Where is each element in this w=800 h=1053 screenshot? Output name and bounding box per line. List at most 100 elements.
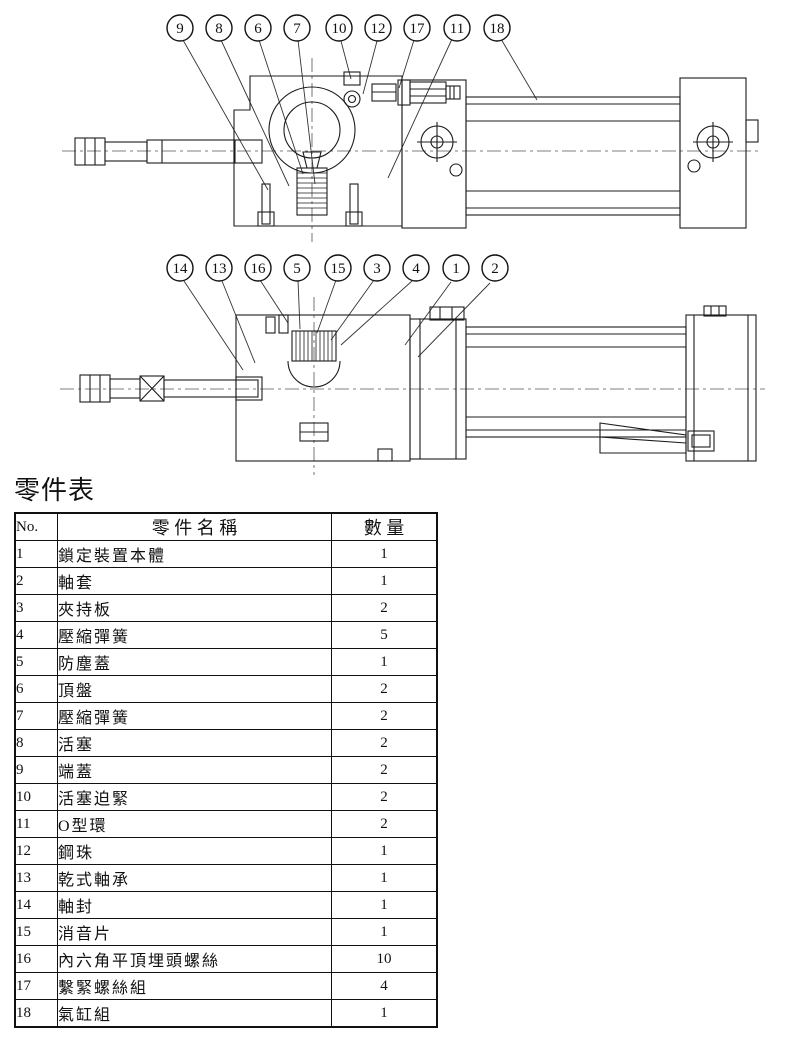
part-no-cell: 7 [14,702,58,730]
part-name-cell: 消音片 [57,918,332,946]
callout-balloon-14: 14 [166,254,194,282]
callout-number: 11 [450,21,464,37]
callout-balloon-6: 6 [244,14,272,42]
parts-table-header-row: No. 零 件 名 稱 數 量 [14,512,438,541]
centerlines [60,297,765,475]
callout-number: 1 [452,261,460,277]
callout-number: 10 [332,21,347,37]
rear-end-cap [679,77,759,229]
callout-balloon-12: 12 [364,14,392,42]
part-name-cell: 鋼珠 [57,837,332,865]
cushion-valve [599,422,715,454]
centerlines [62,58,762,242]
callout-number: 15 [331,261,346,277]
callout-balloon-3: 3 [363,254,391,282]
callout-number: 4 [412,261,420,277]
part-no-cell: 4 [14,621,58,649]
cylinder-tube [465,96,681,216]
part-name-cell: 防塵蓋 [57,648,332,676]
part-no-cell: 14 [14,891,58,919]
header-name: 零 件 名 稱 [57,512,332,541]
lock-housing [235,314,411,462]
part-qty-cell: 2 [331,594,438,622]
part-qty-cell: 2 [331,702,438,730]
callout-number: 9 [176,21,184,37]
rear-end-cap [685,305,757,462]
part-qty-cell: 5 [331,621,438,649]
part-no-cell: 1 [14,540,58,568]
part-name-cell: 鎖定裝置本體 [57,540,332,568]
callout-number: 5 [293,261,301,277]
part-name-cell: O型環 [57,810,332,838]
callout-balloon-5: 5 [283,254,311,282]
part-name-cell: 乾式軸承 [57,864,332,892]
callout-balloon-18: 18 [483,14,511,42]
part-name-cell: 活塞迫緊 [57,783,332,811]
part-name-cell: 活塞 [57,729,332,757]
part-qty-cell: 1 [331,648,438,676]
bottom-section-view-drawing: 14 13 16 5 15 3 4 1 [60,254,765,475]
callout-number: 13 [212,261,227,277]
callout-number: 12 [371,21,386,37]
part-name-cell: 內六角平頂埋頭螺絲 [57,945,332,973]
part-qty-cell: 4 [331,972,438,1000]
lock-spring-hatch [295,331,333,361]
part-no-cell: 11 [14,810,58,838]
part-qty-cell: 2 [331,729,438,757]
part-no-cell: 10 [14,783,58,811]
callout-balloon-8: 8 [205,14,233,42]
part-name-cell: 壓縮彈簧 [57,621,332,649]
part-qty-cell: 2 [331,783,438,811]
part-name-cell: 夾持板 [57,594,332,622]
callout-number: 7 [293,21,301,37]
part-no-cell: 15 [14,918,58,946]
part-no-cell: 2 [14,567,58,595]
callout-balloon-2: 2 [481,254,509,282]
part-no-cell: 12 [14,837,58,865]
part-qty-cell: 2 [331,675,438,703]
part-no-cell: 17 [14,972,58,1000]
cylinder-tube [465,326,687,438]
part-qty-cell: 10 [331,945,438,973]
part-name-cell: 端蓋 [57,756,332,784]
part-name-cell: 軸封 [57,891,332,919]
callout-balloon-13: 13 [205,254,233,282]
callout-balloon-7: 7 [283,14,311,42]
head-flange [401,79,467,229]
callout-balloon-16: 16 [244,254,272,282]
part-name-cell: 氣缸組 [57,999,332,1028]
part-qty-cell: 1 [331,567,438,595]
part-no-cell: 18 [14,999,58,1028]
part-no-cell: 9 [14,756,58,784]
part-no-cell: 13 [14,864,58,892]
callout-number: 8 [215,21,223,37]
part-no-cell: 8 [14,729,58,757]
callout-number: 14 [173,261,189,277]
part-name-cell: 繫緊螺絲組 [57,972,332,1000]
part-name-cell: 頂盤 [57,675,332,703]
callout-number: 16 [251,261,267,277]
lock-housing [233,75,403,227]
header-no: No. [14,512,58,541]
head-flange [409,306,467,460]
piston-rod [79,374,259,403]
callout-leader-lines [183,279,491,371]
part-no-cell: 5 [14,648,58,676]
callout-balloon-11: 11 [443,14,471,42]
part-no-cell: 16 [14,945,58,973]
callout-number: 3 [373,261,381,277]
part-qty-cell: 2 [331,810,438,838]
